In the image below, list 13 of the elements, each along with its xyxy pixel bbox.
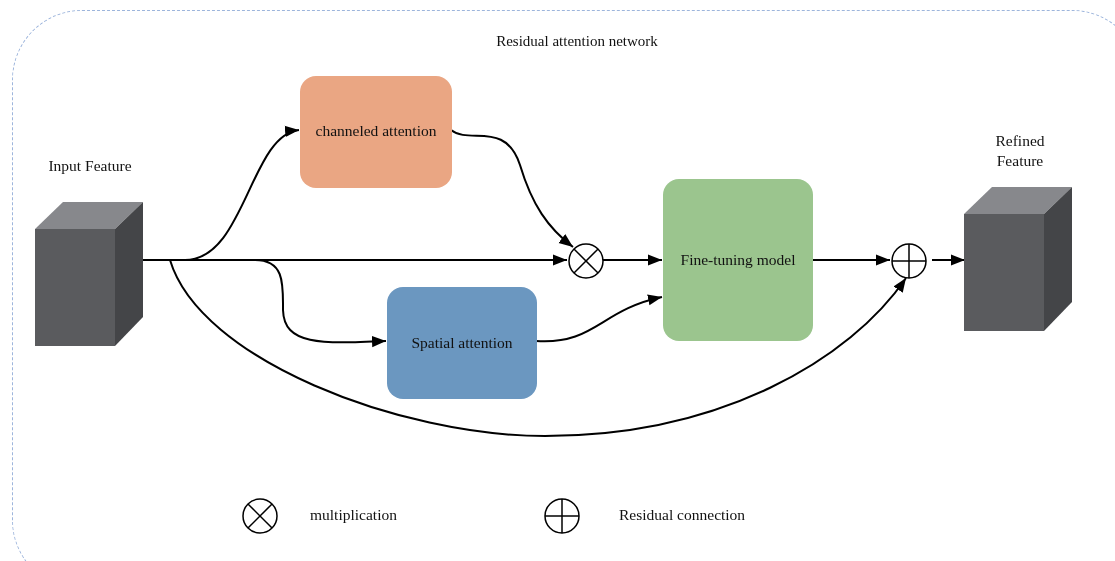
arrow xyxy=(931,254,966,266)
legend-label: multiplication xyxy=(310,506,397,524)
arrow xyxy=(535,295,663,343)
feature-label: Input Feature xyxy=(47,156,133,176)
feature-label: Refined Feature xyxy=(994,131,1046,171)
process-box: Fine-tuning model xyxy=(663,179,813,341)
arrow xyxy=(450,129,574,248)
arrow xyxy=(811,254,891,266)
arrow xyxy=(602,254,663,266)
legend-label: Residual connection xyxy=(619,506,746,524)
process-box: Spatial attention xyxy=(387,287,537,399)
group-title: Residual attention network xyxy=(495,33,659,50)
process-box: channeled attention xyxy=(300,76,452,188)
